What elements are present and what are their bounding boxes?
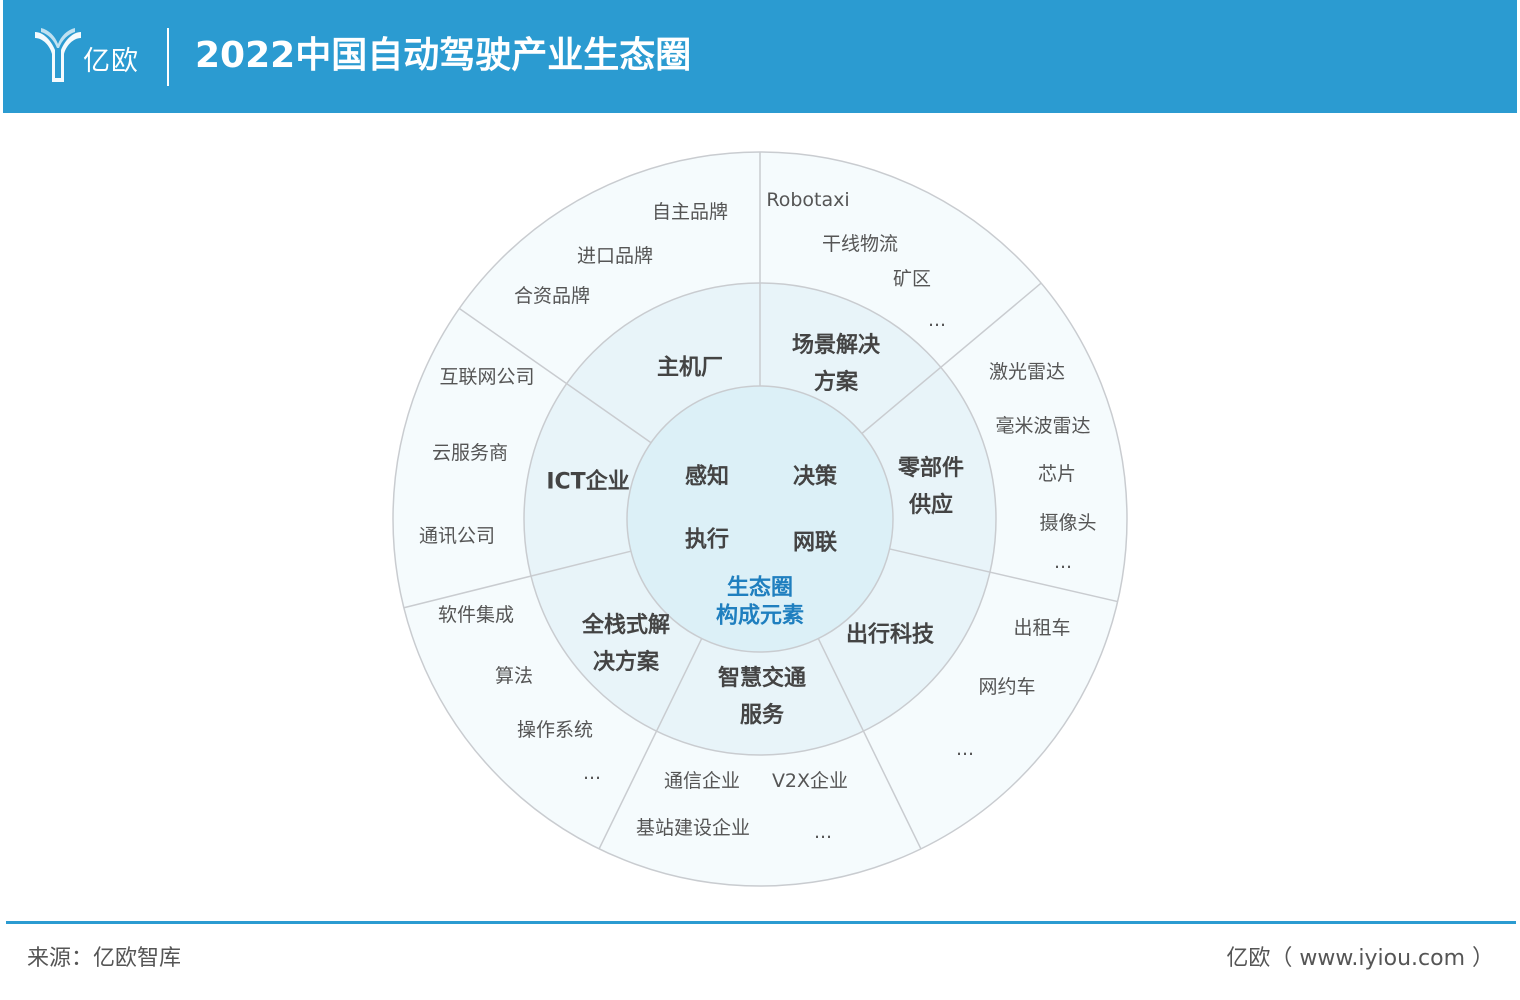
segment-item-label: 毫米波雷达 [995, 415, 1090, 437]
segment-label: 决方案 [593, 649, 660, 675]
segment-label: 主机厂 [657, 356, 723, 381]
segment-item-label: ... [814, 821, 832, 843]
segment-item-label: 操作系统 [517, 719, 593, 741]
segment-divider-line [861, 282, 1042, 435]
segment-label: 出行科技 [846, 622, 935, 648]
segment-item-label: 算法 [495, 665, 533, 687]
segment-label: 方案 [814, 369, 859, 395]
center-label: 构成元素 [716, 603, 804, 629]
brand-credit: 亿欧（ www.iyiou.com ） [1226, 946, 1494, 971]
source-note: 来源：亿欧智库 [27, 946, 182, 971]
center-label: 生态圈 [727, 575, 793, 601]
segment-item-label: 自主品牌 [652, 201, 728, 223]
page-title: 2022中国自动驾驶产业生态圈 [195, 35, 692, 76]
segment-item-label: ... [583, 762, 601, 784]
segment-divider-line [889, 548, 1118, 603]
segment-item-label: 进口品牌 [577, 245, 653, 267]
segment-item-label: 通讯公司 [419, 525, 495, 547]
segment-item-label: 软件集成 [438, 604, 514, 626]
segment-item-label: 激光雷达 [989, 361, 1065, 383]
core-element-label: 感知 [685, 464, 729, 490]
segment-divider-line [817, 638, 922, 850]
logo-text: 亿欧 [83, 46, 139, 77]
core-element-label: 决策 [793, 464, 838, 490]
footer-divider [6, 921, 1516, 924]
segment-divider-line [458, 307, 652, 444]
segment-item-label: 矿区 [893, 268, 931, 290]
segment-label: 智慧交通 [718, 665, 806, 691]
segment-label: 全栈式解 [581, 612, 670, 638]
segment-label: 服务 [740, 703, 785, 728]
segment-label: ICT企业 [546, 469, 629, 495]
segment-item-label: ... [956, 738, 974, 760]
segment-item-label: ... [928, 309, 946, 331]
segment-label: 场景解决 [792, 332, 881, 358]
ring-layers [392, 151, 1128, 887]
core-element-label: 执行 [685, 527, 729, 553]
segment-4: 出行科技 出租车网约车... [846, 617, 1071, 760]
segment-item-label: Robotaxi [766, 189, 849, 211]
yiou-logo-icon [35, 28, 81, 82]
segment-divider-line [403, 550, 632, 609]
segment-item-label: 通信企业 [664, 770, 740, 792]
segment-dividers [403, 152, 1118, 850]
segment-label: 零部件 [897, 455, 964, 481]
segment-item-label: 互联网公司 [439, 366, 534, 388]
header-banner: 亿欧 2022中国自动驾驶产业生态圈 [3, 0, 1517, 113]
segment-item-label: 网约车 [978, 676, 1035, 698]
segment-item-label: 合资品牌 [514, 285, 590, 307]
core-element-label: 网联 [793, 531, 837, 556]
segment-item-label: 出租车 [1013, 617, 1070, 639]
segment-item-label: 芯片 [1038, 463, 1076, 485]
segment-item-label: 云服务商 [432, 442, 508, 464]
segment-divider-line [598, 638, 703, 850]
segment-item-label: V2X企业 [772, 770, 848, 792]
segment-item-label: ... [1054, 551, 1072, 573]
segment-label: 供应 [908, 492, 953, 518]
segment-item-label: 摄像头 [1039, 512, 1096, 534]
segment-labels: 主机厂自主品牌进口品牌合资品牌场景解决方案Robotaxi干线物流矿区...零部… [419, 189, 1097, 843]
header-divider [167, 28, 169, 86]
segment-item-label: 基站建设企业 [636, 817, 750, 839]
segment-item-label: 干线物流 [822, 233, 898, 255]
